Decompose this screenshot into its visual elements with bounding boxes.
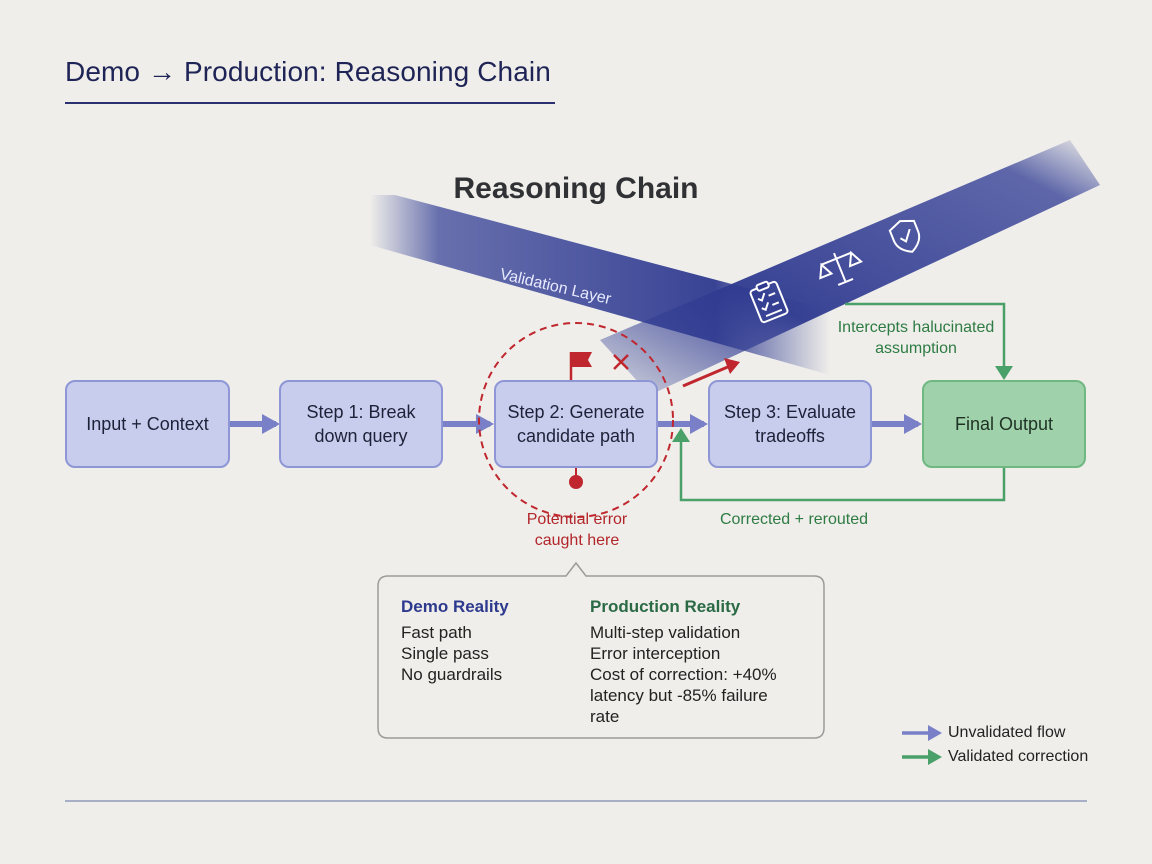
production-line: Cost of correction: +40%: [590, 665, 777, 684]
callout-box: [377, 561, 825, 739]
arrowhead: [904, 414, 922, 434]
arrowhead: [672, 428, 690, 442]
arrowhead: [928, 725, 942, 741]
node-step2[interactable]: Step 2: Generate candidate path: [494, 380, 658, 468]
node-step2-label: Step 2: Generate candidate path: [507, 402, 645, 446]
validation-band-rising: [600, 140, 1100, 395]
arrowhead: [724, 358, 740, 374]
intercepts-label: Intercepts halucinated assumption: [837, 319, 995, 357]
node-input[interactable]: Input + Context: [65, 380, 230, 468]
node-final-output[interactable]: Final Output: [922, 380, 1086, 468]
node-step1-label: Step 1: Break down query: [306, 402, 416, 446]
production-line: latency but -85% failure: [590, 686, 768, 705]
rerouted-label: Corrected + rerouted: [719, 511, 869, 528]
demo-line: Fast path: [401, 623, 472, 642]
node-step1[interactable]: Step 1: Break down query: [279, 380, 443, 468]
production-reality-heading: Production Reality: [590, 597, 741, 616]
production-line: Error interception: [590, 644, 721, 663]
diagram-heading: Reasoning Chain: [453, 172, 699, 205]
node-input-label: Input + Context: [86, 414, 209, 434]
legend-unvalidated-label: Unvalidated flow: [948, 724, 1066, 741]
arrowhead: [476, 414, 494, 434]
intercept-connector: [845, 302, 1006, 372]
production-line: Multi-step validation: [590, 623, 741, 642]
checklist-icon: [749, 280, 789, 324]
arrowhead: [995, 366, 1013, 380]
reroute-connector: [679, 438, 1006, 502]
error-catch-circle: [478, 322, 674, 518]
title-underline: [65, 102, 555, 104]
legend-validated-label: Validated correction: [948, 748, 1089, 765]
demo-reality-heading: Demo Reality: [401, 597, 509, 616]
flag-icon: [569, 352, 592, 380]
arrowhead: [262, 414, 280, 434]
error-caught-label: Potential error caught here: [526, 511, 628, 549]
arrowhead: [690, 414, 708, 434]
production-line: rate: [590, 707, 620, 726]
node-step3-label: Step 3: Evaluate tradeoffs: [723, 402, 857, 446]
production-reality-list: Multi-step validation Error interception…: [590, 622, 777, 727]
demo-line: Single pass: [401, 644, 489, 663]
x-mark-icon: [613, 354, 629, 370]
demo-line: No guardrails: [401, 665, 503, 684]
node-final-label: Final Output: [954, 414, 1054, 434]
page-title: Demo → Production: Reasoning Chain: [65, 56, 551, 87]
arrowhead: [928, 749, 942, 765]
shield-check-icon: [888, 219, 921, 253]
error-dot: [569, 475, 583, 489]
footer-divider: [65, 800, 1087, 802]
deflection-arrow: [682, 364, 731, 388]
node-step3[interactable]: Step 3: Evaluate tradeoffs: [708, 380, 872, 468]
scales-icon: [819, 250, 864, 286]
demo-reality-list: Fast path Single pass No guardrails: [401, 622, 502, 685]
